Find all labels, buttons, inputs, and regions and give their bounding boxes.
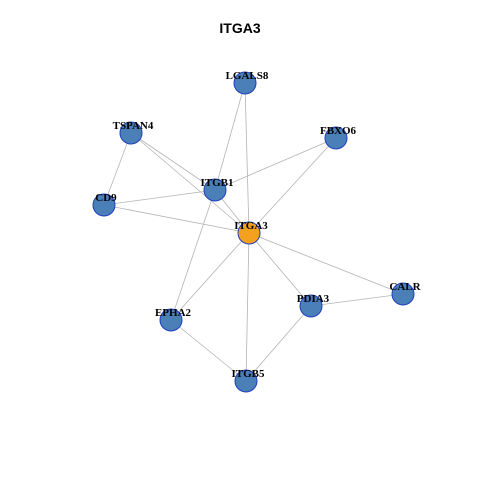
edge-itga3-calr — [248, 232, 404, 295]
edge-itga3-fbxo6 — [248, 137, 337, 234]
node-label-itgb1: ITGB1 — [200, 177, 233, 189]
node-lgals8 — [233, 71, 257, 95]
edge-itga3-epha2 — [170, 232, 250, 321]
edge-pdia3-calr — [310, 293, 404, 307]
node-cd9 — [92, 193, 116, 217]
node-label-lgals8: LGALS8 — [226, 70, 269, 82]
node-label-epha2: EPHA2 — [155, 307, 192, 319]
node-label-pdia3: PDIA3 — [297, 293, 330, 305]
node-layer — [92, 71, 415, 393]
node-fbxo6 — [324, 126, 348, 150]
node-itgb1 — [203, 178, 227, 202]
node-label-cd9: CD9 — [95, 192, 117, 204]
edge-layer — [103, 82, 404, 382]
node-itgb5 — [234, 369, 258, 393]
node-label-tspan4: TSPAN4 — [113, 120, 154, 132]
plot-title: ITGA3 — [219, 20, 261, 36]
edge-itgb1-lgals8 — [214, 82, 246, 191]
node-pdia3 — [299, 294, 323, 318]
edge-itga3-pdia3 — [248, 232, 312, 307]
node-epha2 — [159, 308, 183, 332]
edge-tspan4-cd9 — [103, 132, 132, 206]
node-label-fbxo6: FBXO6 — [320, 125, 357, 137]
node-label-itga3: ITGA3 — [234, 220, 268, 232]
node-calr — [391, 282, 415, 306]
edge-itgb1-cd9 — [103, 189, 216, 206]
node-label-calr: CALR — [389, 281, 421, 293]
node-itga3 — [237, 221, 261, 245]
node-tspan4 — [119, 121, 143, 145]
edge-pdia3-itgb5 — [245, 305, 312, 382]
edge-epha2-itgb5 — [170, 319, 247, 382]
edge-itgb1-fbxo6 — [214, 137, 337, 191]
edge-itga3-cd9 — [103, 204, 250, 234]
node-label-itgb5: ITGB5 — [231, 368, 265, 380]
edge-itga3-tspan4 — [130, 132, 250, 234]
edge-tspan4-itgb1 — [130, 132, 216, 191]
edge-itga3-lgals8 — [244, 82, 250, 234]
edge-itga3-itgb5 — [245, 232, 250, 382]
edge-itgb1-epha2 — [170, 189, 216, 321]
